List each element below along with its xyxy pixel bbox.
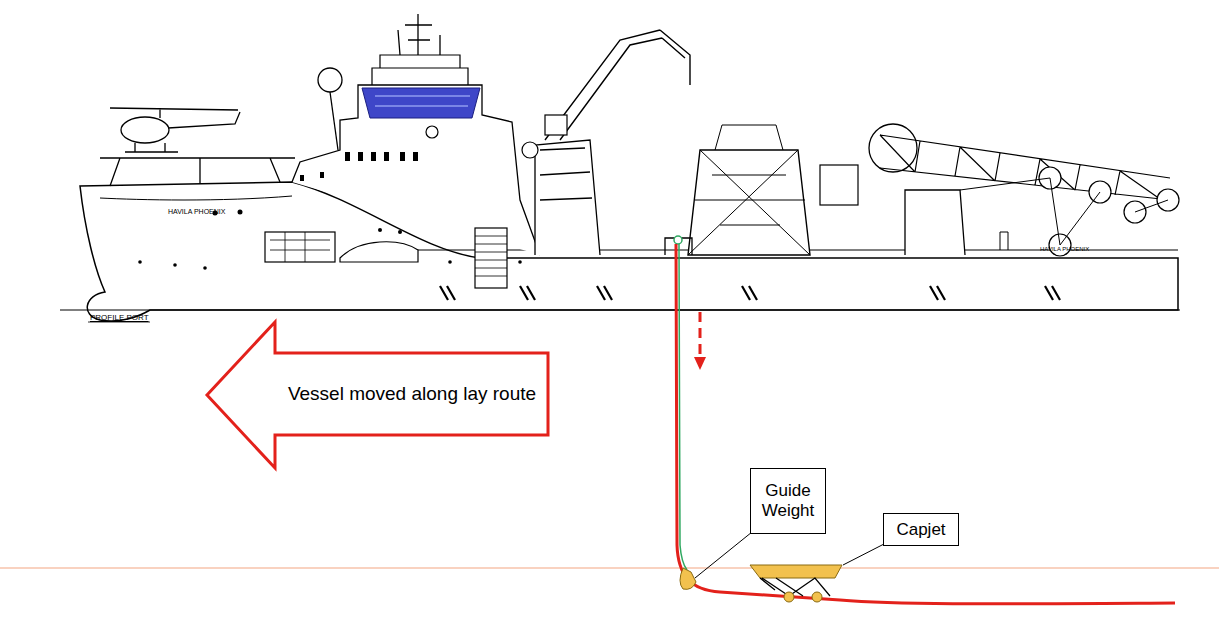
cable [676,244,1175,604]
bridge-top [372,55,468,85]
node-label: Vessel moved along lay route [288,383,536,405]
crane-boom [540,30,690,200]
window [345,152,350,161]
radar-dome [318,68,342,92]
crane-pedestal [905,190,965,255]
mast [398,14,440,55]
porthole [518,260,522,264]
window [400,152,405,161]
lay-tower [688,150,810,255]
porthole [238,210,243,215]
winch [522,142,538,158]
rescue-boat [340,242,418,262]
crane-jib [880,135,1170,200]
hatch [475,228,507,288]
window [358,152,363,161]
windows [300,152,418,181]
deck-lines [60,196,1180,310]
hull-outline [80,182,1178,321]
node-label: Capjet [896,520,945,540]
guide-weight-symbol [680,568,696,589]
lifeboat-detail [270,232,330,262]
bridge-windows [362,88,480,118]
text-area: Vessel moved along lay route [277,353,547,435]
capjet-body [750,565,842,578]
porthole [398,230,402,234]
lowering-arrow [699,312,702,358]
window [371,152,376,161]
seabed-line [0,567,1219,568]
porthole [203,266,207,270]
capjet-wheel [812,592,822,602]
helideck [100,158,295,186]
guide-wire [679,244,687,570]
sheave [674,236,682,244]
window [300,175,304,181]
helicopter-body [121,117,169,143]
capjet-wheel [784,592,794,602]
logo-circle [426,126,438,138]
crane-cab [545,115,567,135]
vessel-name: HAVILA PHOENIX [1040,246,1089,252]
hatch-lines [475,236,507,276]
view-label: PROFILE PORT [90,313,149,322]
deck-equipment [820,165,858,205]
radar-pole [330,92,338,150]
text-area: Capjet [884,514,958,545]
crane-rigging [960,178,1168,250]
tower-lattice [688,125,810,255]
callout-box: Guide Weight [750,468,826,534]
node-label: Guide Weight [751,481,825,520]
text-area: Guide Weight [751,469,825,533]
leader-line [843,544,884,565]
lifeboat [265,232,335,262]
window [384,152,389,161]
lowering-arrowhead [694,357,706,370]
helicopter-frame [110,108,240,152]
hull-marks [440,286,1060,300]
vessel-name: HAVILA PHOENIX [168,208,225,215]
window [413,152,418,161]
window [320,172,324,178]
window-highlight [375,96,470,106]
callout-box: Capjet [883,513,959,546]
direction-arrow: Vessel moved along lay route [205,320,550,470]
porthole [378,228,382,232]
porthole [448,260,452,264]
leader-line [695,532,752,578]
porthole [173,263,177,267]
porthole [138,260,142,264]
arrow-shape [207,322,548,468]
crane-sheave [869,124,917,172]
